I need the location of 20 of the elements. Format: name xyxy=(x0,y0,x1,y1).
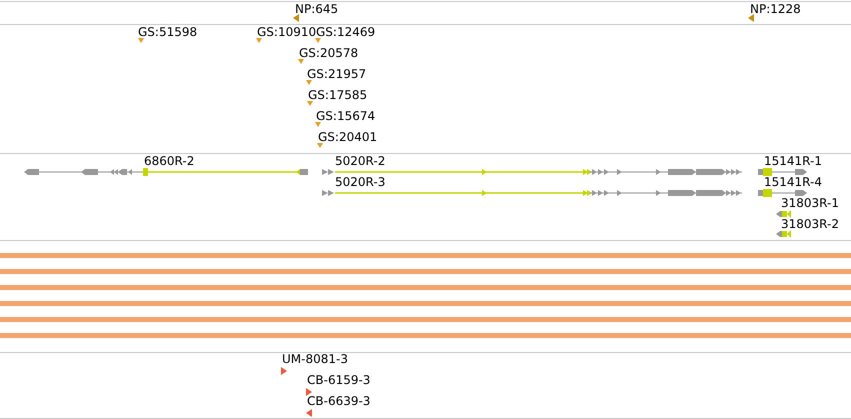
feature-label: GS:15674 xyxy=(316,109,376,123)
feature-label: GS:12469 xyxy=(316,25,376,39)
feature-label: 5020R-2 xyxy=(335,154,386,168)
feature-label: GS:21957 xyxy=(307,67,366,81)
feature-label: 15141R-4 xyxy=(764,175,822,189)
feature-label: 31803R-1 xyxy=(781,196,839,210)
feature-label: GS:20578 xyxy=(299,46,358,60)
feature-label: CB-6159-3 xyxy=(307,373,370,387)
feature-label: GS:20401 xyxy=(318,130,378,144)
feature-label: 31803R-2 xyxy=(781,217,839,231)
feature-label: GS:17585 xyxy=(308,88,368,102)
feature-label: GS:10910 xyxy=(257,25,316,39)
feature-label: 6860R-2 xyxy=(144,154,194,168)
feature-label: NP:645 xyxy=(295,2,338,16)
feature-label: GS:51598 xyxy=(138,25,198,39)
feature-label: NP:1228 xyxy=(750,2,801,16)
feature-label: 15141R-1 xyxy=(764,154,822,168)
feature-label: UM-8081-3 xyxy=(282,352,348,366)
feature-label: 5020R-3 xyxy=(335,175,386,189)
feature-label: CB-6639-3 xyxy=(307,394,370,408)
